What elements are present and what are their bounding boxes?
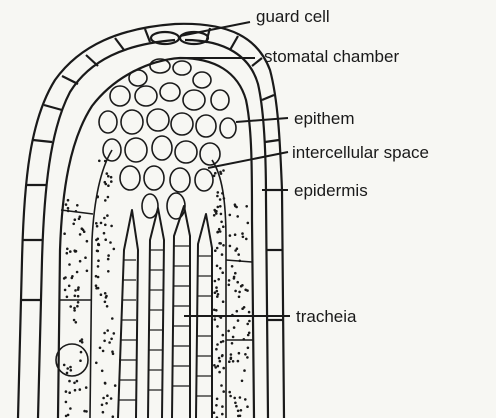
epidermis-cells-right — [185, 28, 283, 418]
epithem-cells — [99, 59, 236, 219]
label-epithem: epithem — [294, 109, 354, 128]
leader-lines — [180, 22, 290, 316]
label-stomatal-chamber: stomatal chamber — [264, 47, 399, 66]
label-epidermis: epidermis — [294, 181, 368, 200]
tracheid-strand — [118, 206, 212, 418]
label-guard-cell: guard cell — [256, 7, 330, 26]
label-tracheia: tracheia — [296, 307, 357, 326]
label-intercellular-space: intercellular space — [292, 143, 429, 162]
